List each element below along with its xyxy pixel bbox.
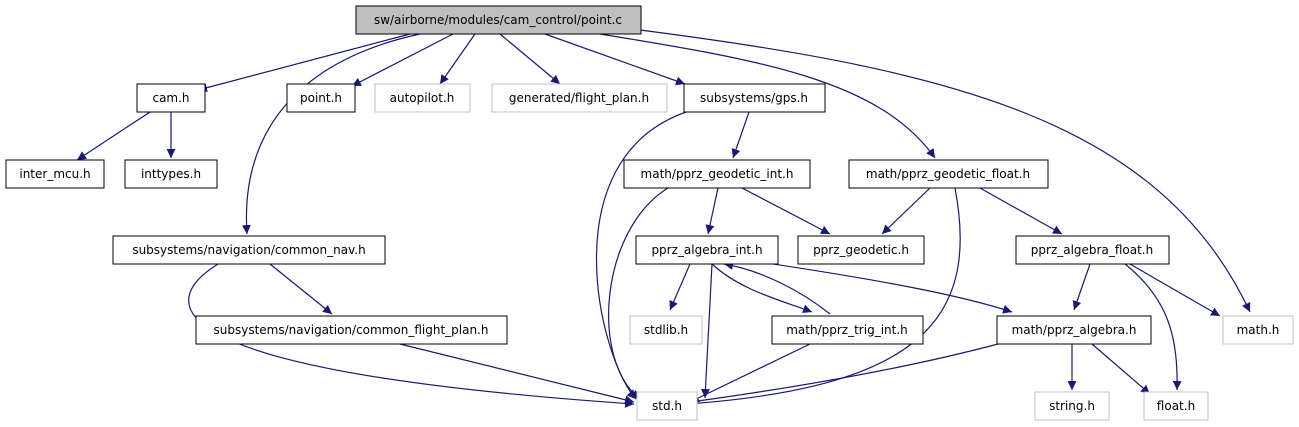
- svg-text:inter_mcu.h: inter_mcu.h: [19, 167, 90, 181]
- svg-text:pprz_algebra_float.h: pprz_algebra_float.h: [1031, 243, 1153, 257]
- node-stdlib-h[interactable]: stdlib.h: [629, 315, 703, 345]
- svg-text:std.h: std.h: [652, 399, 682, 413]
- svg-text:autopilot.h: autopilot.h: [390, 91, 455, 105]
- node-point-h[interactable]: point.h: [286, 83, 356, 113]
- node-algebra-int-h[interactable]: pprz_algebra_int.h: [635, 235, 779, 265]
- edge-geodetic-int-h-to-geodetic-h: [741, 187, 831, 235]
- svg-text:stdlib.h: stdlib.h: [644, 323, 688, 337]
- svg-text:math/pprz_algebra.h: math/pprz_algebra.h: [1012, 323, 1137, 337]
- edge-point-c-to-cam-h: [197, 33, 411, 93]
- node-geodetic-float-h[interactable]: math/pprz_geodetic_float.h: [848, 159, 1049, 189]
- svg-text:cam.h: cam.h: [152, 91, 189, 105]
- node-autopilot-h[interactable]: autopilot.h: [374, 83, 471, 113]
- edge-algebra-int-h-to-trig-int-h: [711, 263, 813, 314]
- node-trig-int-h[interactable]: math/pprz_trig_int.h: [771, 315, 924, 345]
- svg-text:math.h: math.h: [1237, 323, 1280, 337]
- svg-text:pprz_geodetic.h: pprz_geodetic.h: [813, 243, 909, 257]
- edge-point-c-to-point-h: [351, 33, 454, 87]
- edge-common-nav-h-to-common-flight-plan-h: [269, 263, 333, 315]
- edge-gps-h-to-geodetic-int-h: [731, 111, 750, 159]
- edge-point-c-to-math-h: [639, 29, 1251, 313]
- node-layer: sw/airborne/modules/cam_control/point.c …: [5, 5, 1294, 421]
- node-common-nav-h[interactable]: subsystems/navigation/common_nav.h: [112, 235, 386, 265]
- svg-text:generated/flight_plan.h: generated/flight_plan.h: [509, 91, 649, 105]
- node-geodetic-int-h[interactable]: math/pprz_geodetic_int.h: [623, 159, 811, 189]
- node-algebra-h[interactable]: math/pprz_algebra.h: [996, 315, 1152, 345]
- node-float-h[interactable]: float.h: [1143, 391, 1209, 421]
- node-flight-plan-h[interactable]: generated/flight_plan.h: [491, 83, 668, 113]
- edge-trig-int-h-to-algebra-int-h: [723, 261, 831, 315]
- node-std-h[interactable]: std.h: [636, 391, 698, 421]
- edge-point-c-to-flight-plan-h: [499, 33, 561, 85]
- svg-text:sw/airborne/modules/cam_contro: sw/airborne/modules/cam_control/point.c: [374, 13, 622, 27]
- edge-point-c-to-gps-h: [544, 33, 686, 86]
- edge-algebra-h-to-float-h: [1091, 343, 1151, 395]
- svg-text:subsystems/gps.h: subsystems/gps.h: [700, 91, 808, 105]
- node-string-h[interactable]: string.h: [1034, 391, 1110, 421]
- svg-text:math/pprz_geodetic_int.h: math/pprz_geodetic_int.h: [641, 167, 794, 181]
- node-geodetic-h[interactable]: pprz_geodetic.h: [797, 235, 925, 265]
- edge-geodetic-float-h-to-std-h: [671, 187, 961, 409]
- edge-trig-int-h-to-std-h: [689, 343, 811, 403]
- svg-text:string.h: string.h: [1049, 399, 1095, 413]
- edge-geodetic-float-h-to-geodetic-h: [881, 187, 931, 235]
- edge-common-flight-plan-h-to-std-h: [399, 343, 635, 405]
- edge-algebra-int-h-to-std-h: [700, 263, 713, 399]
- node-inttypes-h[interactable]: inttypes.h: [124, 159, 218, 189]
- edge-geodetic-int-h-to-algebra-int-h: [705, 187, 719, 235]
- edge-algebra-float-h-to-algebra-h: [1072, 263, 1091, 311]
- svg-text:math/pprz_geodetic_float.h: math/pprz_geodetic_float.h: [866, 167, 1030, 181]
- node-math-h[interactable]: math.h: [1222, 315, 1294, 345]
- edge-point-c-to-autopilot-h: [439, 33, 476, 85]
- edge-algebra-float-h-to-math-h: [1129, 263, 1221, 317]
- node-common-flight-plan-h[interactable]: subsystems/navigation/common_flight_plan…: [195, 315, 508, 345]
- edge-geodetic-int-h-to-std-h: [608, 187, 669, 400]
- svg-text:subsystems/navigation/common_n: subsystems/navigation/common_nav.h: [132, 243, 365, 257]
- edge-algebra-float-h-to-float-h: [1124, 263, 1182, 391]
- node-point-c[interactable]: sw/airborne/modules/cam_control/point.c: [355, 5, 642, 35]
- edge-algebra-int-h-to-stdlib-h: [669, 263, 691, 311]
- svg-text:subsystems/navigation/common_f: subsystems/navigation/common_flight_plan…: [214, 323, 489, 337]
- svg-text:float.h: float.h: [1157, 399, 1195, 413]
- node-algebra-float-h[interactable]: pprz_algebra_float.h: [1015, 235, 1170, 265]
- edge-algebra-int-h-to-algebra-h: [759, 261, 1013, 314]
- svg-text:point.h: point.h: [300, 91, 342, 105]
- edge-algebra-h-to-std-h: [675, 343, 999, 408]
- node-cam-h[interactable]: cam.h: [136, 83, 206, 113]
- svg-text:inttypes.h: inttypes.h: [141, 167, 201, 181]
- node-inter-mcu-h[interactable]: inter_mcu.h: [5, 159, 105, 189]
- edge-cam-h-to-inter-mcu-h: [76, 111, 151, 161]
- edge-point-c-to-geodetic-float-h: [599, 33, 936, 159]
- svg-text:math/pprz_trig_int.h: math/pprz_trig_int.h: [786, 323, 908, 337]
- node-gps-h[interactable]: subsystems/gps.h: [683, 83, 826, 113]
- edge-geodetic-float-h-to-algebra-float-h: [979, 187, 1063, 235]
- edge-point-c-to-common-nav-h: [241, 33, 421, 235]
- svg-text:pprz_algebra_int.h: pprz_algebra_int.h: [651, 243, 762, 257]
